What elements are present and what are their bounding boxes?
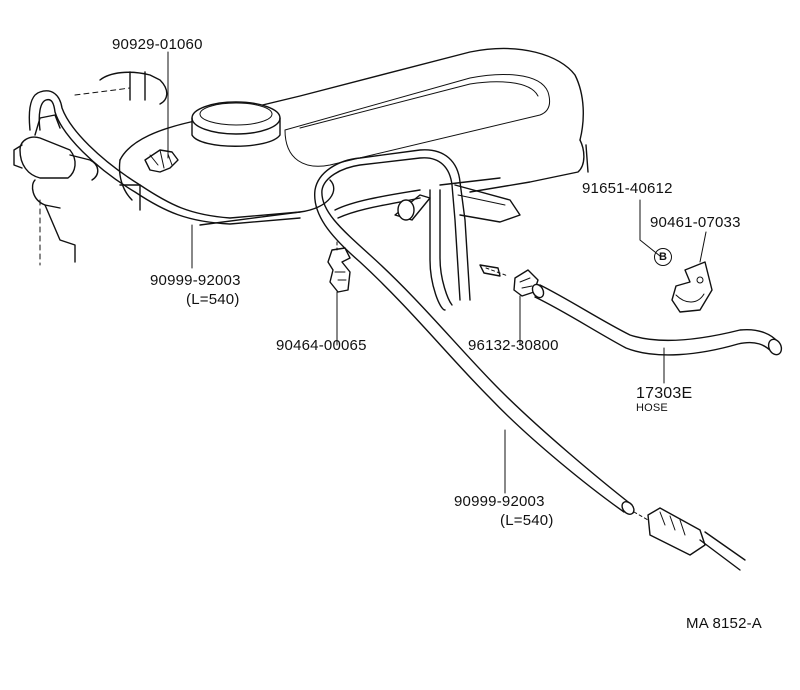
vacuum-hose-lower — [314, 149, 635, 515]
clip-96132 — [479, 264, 539, 297]
label-96132-30800: 96132-30800 — [468, 337, 559, 354]
fitting-90464 — [327, 241, 351, 293]
leader-lines — [167, 51, 707, 494]
sensor-bottom — [633, 507, 746, 571]
clip-90929 — [144, 149, 179, 173]
vacuum-hose-upper — [28, 90, 335, 225]
label-length-lower: (L=540) — [500, 512, 554, 529]
label-length-upper: (L=540) — [186, 291, 240, 308]
label-hose-note: HOSE — [636, 402, 668, 414]
label-17303e: 17303E — [636, 385, 693, 402]
hose-17303 — [531, 283, 783, 356]
clamp-90461 — [671, 261, 713, 313]
callout-b-badge: B — [654, 248, 672, 266]
valve-cover — [39, 47, 589, 266]
label-90999-92003-upper: 90999-92003 — [150, 272, 241, 289]
left-components — [13, 71, 168, 263]
label-90464-00065: 90464-00065 — [276, 337, 367, 354]
label-91651-40612: 91651-40612 — [582, 180, 673, 197]
label-90999-92003-lower: 90999-92003 — [454, 493, 545, 510]
figure-code: MA 8152-A — [686, 615, 763, 632]
label-90461-07033: 90461-07033 — [650, 214, 741, 231]
label-90929-01060: 90929-01060 — [112, 36, 203, 53]
